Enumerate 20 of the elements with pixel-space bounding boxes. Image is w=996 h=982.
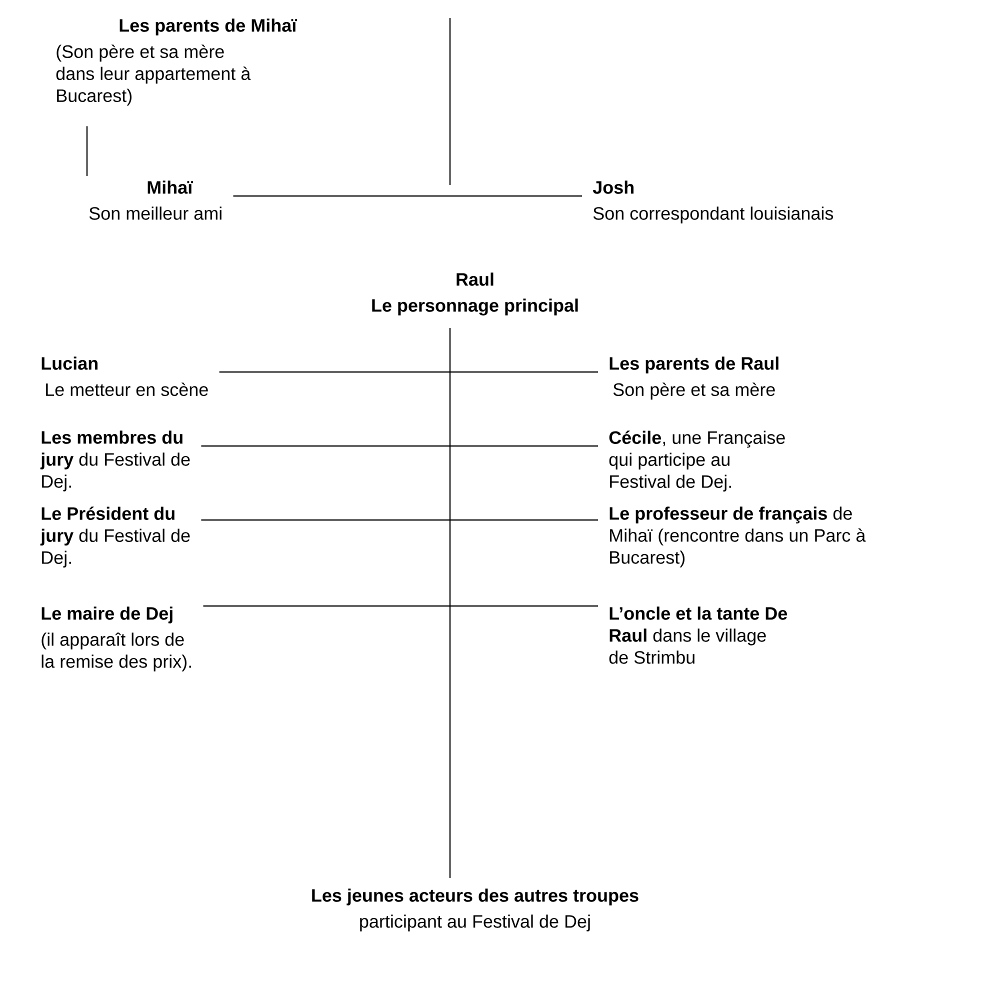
person-label: Le professeur de français de Mihaï (rencontre dans un Parc à Bucarest) (610, 506, 866, 568)
person-label: Mihaï Son meilleur ami (89, 180, 222, 220)
person-label: Cécile, une Française qui participe au Festival de Dej. (609, 430, 785, 492)
connector-line (201, 519, 598, 521)
person-label: Raul Le personnage principal (372, 272, 578, 316)
connector-line (203, 605, 598, 607)
connector-line (201, 445, 598, 447)
connector-line (233, 195, 582, 197)
connector-line (86, 126, 88, 176)
person-label: Les parents de Raul Son père et sa mère (610, 356, 778, 400)
connector-line (219, 371, 598, 373)
person-label: L’oncle et la tante De Raul dans le village de Strimbu (609, 606, 788, 664)
person-label: Le maire de Dej (il apparaît lors de la remise des prix). (42, 606, 191, 672)
person-label: Les membres du jury du Festival de Dej. (40, 430, 190, 492)
person-label: Les jeunes acteurs des autres troupes participant au Festival de Dej (312, 888, 638, 932)
person-label: Lucian Le metteur en scène (42, 356, 208, 396)
person-label: Les parents de Mihaï (Son père et sa mère dans leur appartement à Bucarest) (56, 18, 298, 106)
connector-line (449, 328, 451, 878)
person-label: Josh Son correspondant louisianais (592, 180, 834, 224)
person-label: Le Président du jury du Festival de Dej. (40, 506, 190, 568)
